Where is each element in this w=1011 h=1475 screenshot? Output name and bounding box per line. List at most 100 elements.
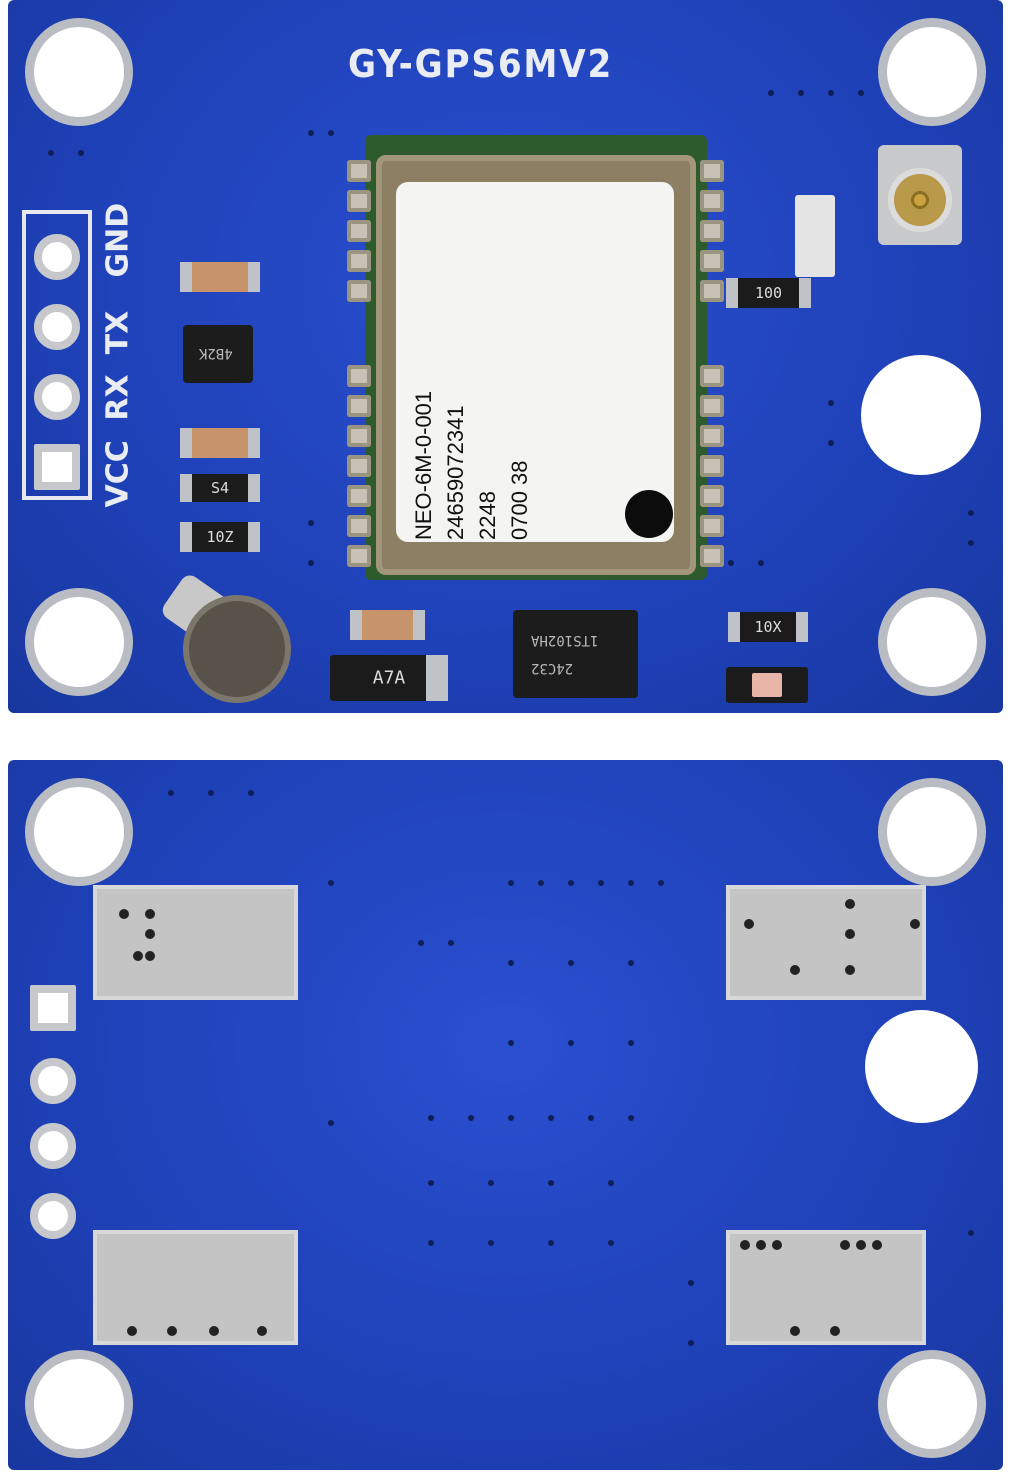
via-hole	[830, 1326, 840, 1336]
eeprom-chip: 24C32 1TS102HA	[513, 610, 638, 698]
component-terminal	[796, 612, 808, 642]
resistor-code: 10X	[754, 618, 782, 636]
via-hole	[845, 899, 855, 909]
mounting-hole-bottom-left	[25, 588, 133, 696]
via-hole	[744, 919, 754, 929]
via-hole	[328, 880, 334, 886]
via-hole	[756, 1240, 766, 1250]
pin-labels: VCC RX TX GND	[88, 200, 148, 520]
pin-header-outline	[22, 210, 92, 500]
castellation-pad	[347, 515, 371, 537]
via-hole	[856, 1240, 866, 1250]
component-terminal	[752, 673, 782, 697]
ground-plate-bottom-right	[726, 1230, 926, 1345]
via-hole	[628, 1115, 634, 1121]
via-hole	[488, 1180, 494, 1186]
ground-plate-bottom-left	[93, 1230, 298, 1345]
castellation-pad	[347, 190, 371, 212]
component-terminal	[248, 522, 260, 552]
gps-board-bottom-side	[8, 760, 1003, 1470]
via-hole	[257, 1326, 267, 1336]
castellation-pad	[347, 395, 371, 417]
via-hole	[328, 130, 334, 136]
via-hole	[209, 1326, 219, 1336]
castellation-pad	[347, 485, 371, 507]
component-terminal	[180, 428, 192, 458]
resistor-code: S4	[210, 479, 230, 497]
component-terminal	[413, 610, 425, 640]
component-terminal	[180, 262, 192, 292]
pin-label-vcc: VCC	[100, 440, 136, 508]
via-hole	[508, 1115, 514, 1121]
via-hole	[968, 1230, 974, 1236]
module-line-2: 24659072341	[443, 405, 468, 540]
via-hole	[598, 880, 604, 886]
component-terminal	[350, 610, 362, 640]
mounting-hole-bottom-right	[878, 588, 986, 696]
via-hole	[308, 130, 314, 136]
via-hole	[428, 1180, 434, 1186]
via-hole	[168, 790, 174, 796]
capacitor	[350, 610, 425, 640]
resistor: 10X	[728, 612, 808, 642]
via-hole	[308, 560, 314, 566]
mounting-hole-top-left	[25, 778, 133, 886]
component-terminal	[728, 612, 740, 642]
resistor: 100	[726, 278, 811, 308]
via-hole	[772, 1240, 782, 1250]
via-hole	[758, 560, 764, 566]
component-terminal	[180, 474, 192, 502]
via-hole	[798, 90, 804, 96]
via-hole	[488, 1240, 494, 1246]
via-hole	[468, 1115, 474, 1121]
pin-pad-gnd-bottom	[30, 1193, 76, 1239]
castellation-pad	[700, 190, 724, 212]
component-terminal	[248, 474, 260, 502]
via-hole	[628, 960, 634, 966]
via-hole	[428, 1115, 434, 1121]
via-hole	[508, 960, 514, 966]
antenna-cutout-hole	[865, 1010, 978, 1123]
via-hole	[968, 510, 974, 516]
via-hole	[208, 790, 214, 796]
resistor-code: 10Z	[206, 528, 234, 546]
resistor: 10Z	[180, 522, 260, 552]
via-hole	[790, 965, 800, 975]
via-hole	[48, 150, 54, 156]
via-hole	[728, 560, 734, 566]
via-hole	[828, 440, 834, 446]
via-hole	[872, 1240, 882, 1250]
ground-plate-top-right	[726, 885, 926, 1000]
pin-pad-rx	[34, 374, 80, 420]
via-hole	[508, 880, 514, 886]
castellation-pad	[347, 545, 371, 567]
via-hole	[768, 90, 774, 96]
castellation-pad	[347, 425, 371, 447]
pin-pad-vcc	[34, 444, 80, 490]
via-hole	[740, 1240, 750, 1250]
mounting-hole-top-right	[878, 18, 986, 126]
via-hole	[145, 929, 155, 939]
gps-module-text: NEO-6M-0-001 24659072341 2248 0700 38	[408, 391, 536, 540]
via-hole	[548, 1180, 554, 1186]
castellation-pad	[347, 365, 371, 387]
antenna-cutout-hole	[861, 355, 981, 475]
castellation-pad	[700, 425, 724, 447]
via-hole	[428, 1240, 434, 1246]
diode: A7A	[330, 655, 448, 701]
castellation-pad	[700, 160, 724, 182]
castellation-pad	[700, 455, 724, 477]
via-hole	[658, 880, 664, 886]
via-hole	[688, 1280, 694, 1286]
module-pin1-dot	[625, 490, 673, 538]
via-hole	[858, 90, 864, 96]
regulator-code: 4B2K	[199, 345, 233, 361]
via-hole	[568, 960, 574, 966]
mounting-hole-top-right	[878, 778, 986, 886]
ufl-center-pin	[911, 191, 929, 209]
module-line-1: NEO-6M-0-001	[411, 390, 436, 540]
component-terminal	[248, 428, 260, 458]
component-terminal	[799, 278, 811, 308]
via-hole	[828, 400, 834, 406]
castellation-pad	[700, 545, 724, 567]
